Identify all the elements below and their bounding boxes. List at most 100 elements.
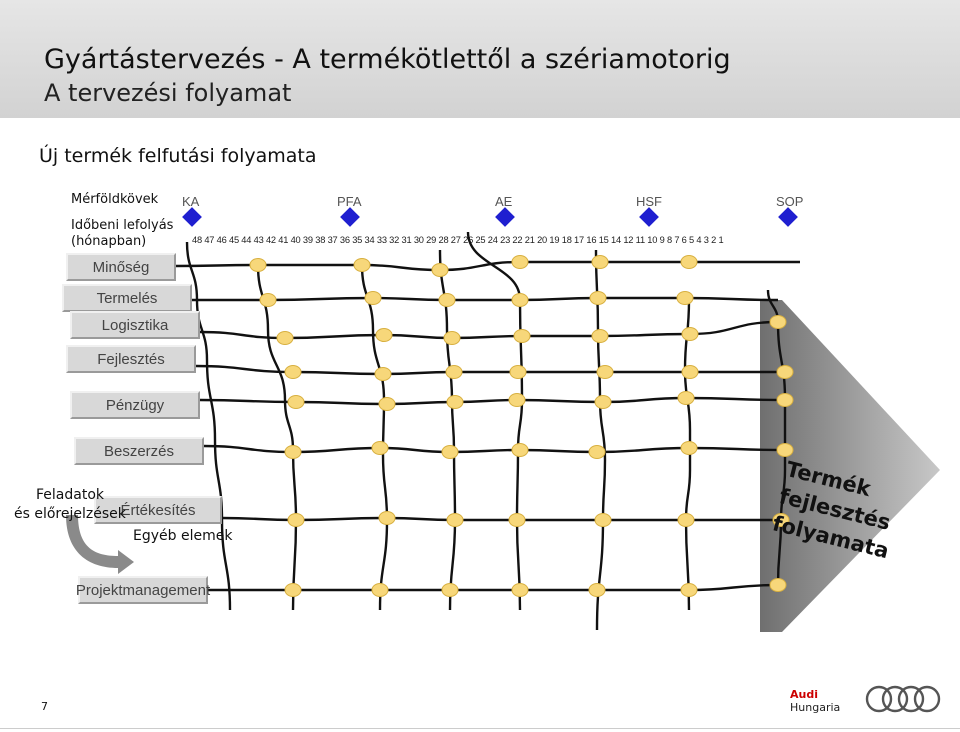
page-number: 7	[41, 700, 48, 713]
node-11	[589, 291, 607, 305]
node-32	[677, 391, 695, 405]
node-50	[441, 583, 459, 597]
milestone-label-ae: AE	[495, 194, 513, 209]
node-1	[249, 258, 267, 272]
node-8	[364, 291, 382, 305]
node-4	[511, 255, 529, 269]
horizontal-thread-7	[221, 516, 781, 522]
page-subtitle: A tervezési folyamat	[44, 79, 292, 107]
box-beszerzes: Beszerzés	[74, 437, 204, 465]
tasks-label-line2: és előrejelzések	[14, 506, 126, 522]
node-41	[287, 513, 305, 527]
timeline-unit-label: (hónapban)	[71, 234, 147, 249]
node-26	[776, 365, 794, 379]
node-35	[371, 441, 389, 455]
brand-text: Audi Hungaria	[790, 688, 840, 714]
vertical-thread-5	[466, 231, 524, 611]
node-36	[441, 445, 459, 459]
header-band	[0, 0, 960, 118]
box-logisztika: Logisztika	[70, 311, 200, 339]
node-30	[508, 393, 526, 407]
vertical-thread-4	[438, 249, 457, 611]
node-17	[591, 329, 609, 343]
node-5	[591, 255, 609, 269]
milestone-label-pfa: PFA	[337, 194, 362, 209]
node-14	[375, 328, 393, 342]
box-projektmanagement: Projektmanagement	[76, 576, 210, 604]
tasks-arrow	[66, 515, 134, 574]
milestone-label-hsf: HSF	[636, 194, 662, 209]
box-ertekesites: Értékesítés	[94, 496, 222, 524]
vertical-thread-7	[683, 299, 692, 611]
milestone-diamond-sop	[778, 207, 798, 227]
node-23	[509, 365, 527, 379]
node-22	[445, 365, 463, 379]
milestone-label-sop: SOP	[776, 194, 804, 209]
node-12	[676, 291, 694, 305]
node-52	[588, 583, 606, 597]
node-38	[588, 445, 606, 459]
box-fejlesztes: Fejlesztés	[66, 345, 196, 373]
node-31	[594, 395, 612, 409]
node-16	[513, 329, 531, 343]
node-27	[287, 395, 305, 409]
node-53	[680, 583, 698, 597]
milestones-label: Mérföldkövek	[71, 192, 159, 207]
node-20	[284, 365, 302, 379]
node-21	[374, 367, 392, 381]
horizontal-threads	[174, 260, 800, 592]
brand-sub: Hungaria	[790, 701, 841, 714]
egyeb-elemek-label: Egyéb elemek	[133, 528, 233, 544]
node-37	[511, 443, 529, 457]
node-42	[378, 511, 396, 525]
footer-rule	[0, 728, 960, 729]
node-49	[371, 583, 389, 597]
node-54	[769, 578, 787, 592]
section-heading: Új termék felfutási folyamata	[39, 145, 317, 167]
node-6	[680, 255, 698, 269]
node-45	[594, 513, 612, 527]
node-48	[284, 583, 302, 597]
brand-name: Audi	[790, 688, 818, 701]
node-40	[776, 443, 794, 457]
vertical-thread-1	[185, 241, 232, 611]
month-scale: 48 47 46 45 44 43 42 41 40 39 38 37 36 3…	[192, 235, 724, 245]
node-13	[276, 331, 294, 345]
milestone-markers	[182, 207, 798, 227]
horizontal-thread-1	[174, 260, 800, 272]
node-2	[353, 258, 371, 272]
box-termeles: Termelés	[62, 284, 192, 312]
vertical-thread-6	[594, 249, 607, 631]
node-33	[776, 393, 794, 407]
tasks-label-line1: Feladatok	[36, 487, 104, 503]
box-penzugy: Pénzügy	[70, 391, 200, 419]
node-24	[596, 365, 614, 379]
node-51	[511, 583, 529, 597]
node-3	[431, 263, 449, 277]
node-47	[772, 513, 790, 527]
node-25	[681, 365, 699, 379]
milestone-diamond-hsf	[639, 207, 659, 227]
node-46	[677, 513, 695, 527]
node-18	[681, 327, 699, 341]
intersection-nodes	[249, 255, 794, 597]
milestone-diamond-ae	[495, 207, 515, 227]
node-19	[769, 315, 787, 329]
audi-rings-logo	[865, 685, 941, 713]
vertical-thread-3	[360, 264, 389, 611]
node-43	[446, 513, 464, 527]
node-28	[378, 397, 396, 411]
node-7	[259, 293, 277, 307]
milestone-diamond-pfa	[340, 207, 360, 227]
node-34	[284, 445, 302, 459]
page-title: Gyártástervezés - A termékötlettől a szé…	[44, 44, 731, 75]
node-10	[511, 293, 529, 307]
vertical-threads	[185, 231, 787, 631]
timeline-label: Időbeni lefolyás	[71, 218, 174, 233]
node-29	[446, 395, 464, 409]
node-44	[508, 513, 526, 527]
box-minoseg: Minőség	[66, 253, 176, 281]
node-15	[443, 331, 461, 345]
node-9	[438, 293, 456, 307]
